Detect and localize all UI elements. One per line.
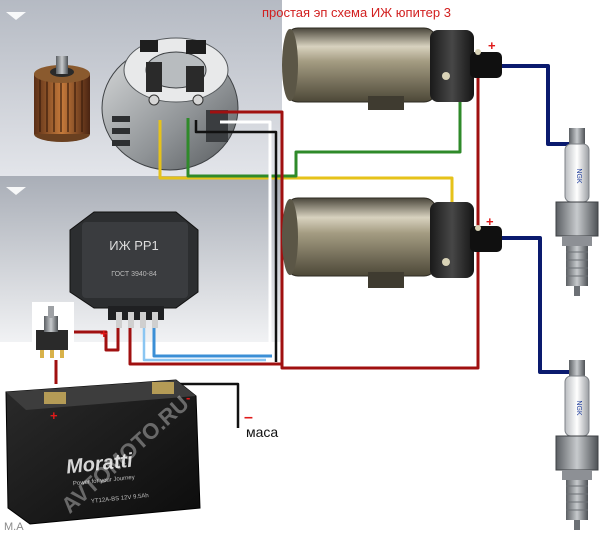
plus-sign-battery: + bbox=[50, 408, 58, 423]
ground-sign: – bbox=[244, 409, 253, 426]
ignition-coil-1 bbox=[282, 27, 502, 110]
regulator-label: ИЖ РР1 bbox=[109, 238, 159, 253]
battery: Moratti Power for your Journey YT12A-BS … bbox=[5, 379, 201, 525]
spark-plug-1-brand: NGK bbox=[575, 168, 582, 184]
wire-blue-2 bbox=[142, 320, 266, 362]
plus-sign-switch: + bbox=[100, 326, 108, 341]
wire-green bbox=[186, 72, 462, 178]
plus-sign-coil-1: + bbox=[488, 38, 496, 53]
wire-black bbox=[194, 120, 278, 362]
wire-red-main bbox=[210, 110, 480, 370]
generator bbox=[101, 37, 239, 171]
polarity-marks: + + + + - – bbox=[50, 38, 496, 426]
ground-label: маса bbox=[246, 424, 278, 440]
diagram-title: простая эп схема ИЖ юпитер 3 bbox=[262, 5, 451, 20]
author-mark: M.A bbox=[4, 521, 24, 533]
ignition-coil-2 bbox=[282, 197, 502, 288]
wire-ground bbox=[180, 382, 240, 428]
spark-plug-2-brand: NGK bbox=[575, 400, 582, 416]
wire-ht-1 bbox=[498, 64, 580, 156]
spark-plug-1: NGK bbox=[555, 128, 599, 296]
generator-rotor bbox=[34, 56, 90, 142]
spark-plug-2: NGK bbox=[555, 360, 599, 530]
wire-red-switch bbox=[74, 320, 120, 352]
wire-red-reg bbox=[128, 318, 282, 366]
voltage-regulator: ИЖ РР1 ГОСТ 3940-84 bbox=[69, 211, 199, 328]
plus-sign-coil-2: + bbox=[486, 214, 494, 229]
wire-white bbox=[220, 120, 272, 360]
regulator-small-text: ГОСТ 3940-84 bbox=[111, 271, 157, 278]
minus-sign-battery: - bbox=[186, 390, 190, 405]
ignition-switch bbox=[32, 302, 74, 358]
wire-blue bbox=[152, 322, 272, 358]
corner-logo-icon bbox=[6, 12, 26, 195]
